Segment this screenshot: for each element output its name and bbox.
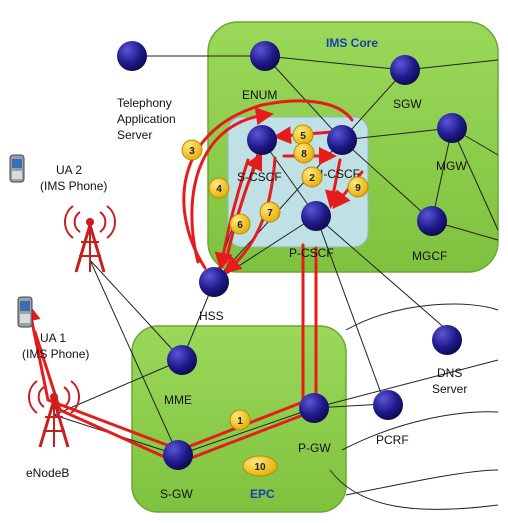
step-badge-2-number: 2 xyxy=(309,173,315,184)
epc-title: EPC xyxy=(250,487,275,501)
step-badge-8: 8 xyxy=(293,142,315,164)
step-badges: 1 2 3 4 5 6 7 8 xyxy=(181,124,369,477)
step-badge-1: 1 xyxy=(229,409,251,431)
step-badge-2: 2 xyxy=(301,166,323,188)
ua2-label-line1: UA 2 xyxy=(56,163,82,177)
dns-label-line2: Server xyxy=(432,382,467,396)
ims-core-title: IMS Core xyxy=(326,36,378,50)
hss-label: HSS xyxy=(199,309,224,323)
ua1-label-line1: UA 1 xyxy=(40,331,66,345)
enum-label: ENUM xyxy=(242,88,277,102)
mme-node-icon xyxy=(167,345,197,375)
step-badge-6: 6 xyxy=(229,213,251,235)
scscf-node-icon xyxy=(247,125,277,155)
cell-tower-enodeb-icon xyxy=(28,380,80,448)
pcscf-label: P-CSCF xyxy=(289,246,334,260)
step-badge-9-number: 9 xyxy=(355,183,361,194)
pcscf-node-icon xyxy=(301,201,331,231)
step-badge-5: 5 xyxy=(292,124,314,146)
step-badge-10: 10 xyxy=(242,455,278,477)
dns-node-icon xyxy=(432,325,462,355)
pcrf-node-icon xyxy=(373,390,403,420)
step-badge-1-number: 1 xyxy=(237,416,243,427)
icscf-label: I-CSCF xyxy=(320,167,360,181)
icscf-node-icon xyxy=(327,125,357,155)
step-badge-8-number: 8 xyxy=(301,149,307,160)
pgw-label: P-GW xyxy=(298,441,331,455)
node-labels: ENUM SGW MGW MGCF S-CSCF I-CSCF P-CSCF H… xyxy=(22,88,467,501)
cell-tower-ua2-icon xyxy=(64,205,116,273)
sgw-epc-node-icon xyxy=(163,440,193,470)
mobile-phone-ua2-icon xyxy=(9,154,25,183)
dns-label-line1: DNS xyxy=(437,366,462,380)
step-badge-6-number: 6 xyxy=(237,220,243,231)
step-badge-10-number: 10 xyxy=(254,462,266,473)
enum-node-icon xyxy=(250,41,280,71)
tas-node-icon xyxy=(117,41,147,71)
mgcf-node-icon xyxy=(417,206,447,236)
scscf-label: S-CSCF xyxy=(237,170,282,184)
step-badge-3: 3 xyxy=(181,139,203,161)
sgw-ims-label: SGW xyxy=(393,97,422,111)
enodeb-label: eNodeB xyxy=(26,466,69,480)
mgcf-label: MGCF xyxy=(412,249,447,263)
ua2-label-line2: (IMS Phone) xyxy=(40,179,107,193)
step-badge-9: 9 xyxy=(347,176,369,198)
step-badge-4-number: 4 xyxy=(216,184,222,195)
sgw-epc-label: S-GW xyxy=(160,487,193,501)
step-badge-7-number: 7 xyxy=(267,208,273,219)
step-badge-3-number: 3 xyxy=(189,146,195,157)
mobile-phone-ua1-icon xyxy=(17,296,33,328)
hss-node-icon xyxy=(199,267,229,297)
pcrf-label: PCRF xyxy=(376,433,409,447)
tas-label-line2: Application xyxy=(117,112,176,126)
step-badge-4: 4 xyxy=(208,177,230,199)
mgw-label: MGW xyxy=(436,159,467,173)
pgw-node-icon xyxy=(299,393,329,423)
mme-label: MME xyxy=(164,393,192,407)
sgw-ims-node-icon xyxy=(390,55,420,85)
nodes xyxy=(117,41,467,470)
ua1-label-line2: (IMS Phone) xyxy=(22,347,89,361)
step-badge-7: 7 xyxy=(259,201,281,223)
tas-label-line1: Telephony xyxy=(117,96,172,110)
tas-label-line3: Server xyxy=(117,128,152,142)
step-badge-5-number: 5 xyxy=(300,131,306,142)
mgw-node-icon xyxy=(437,113,467,143)
